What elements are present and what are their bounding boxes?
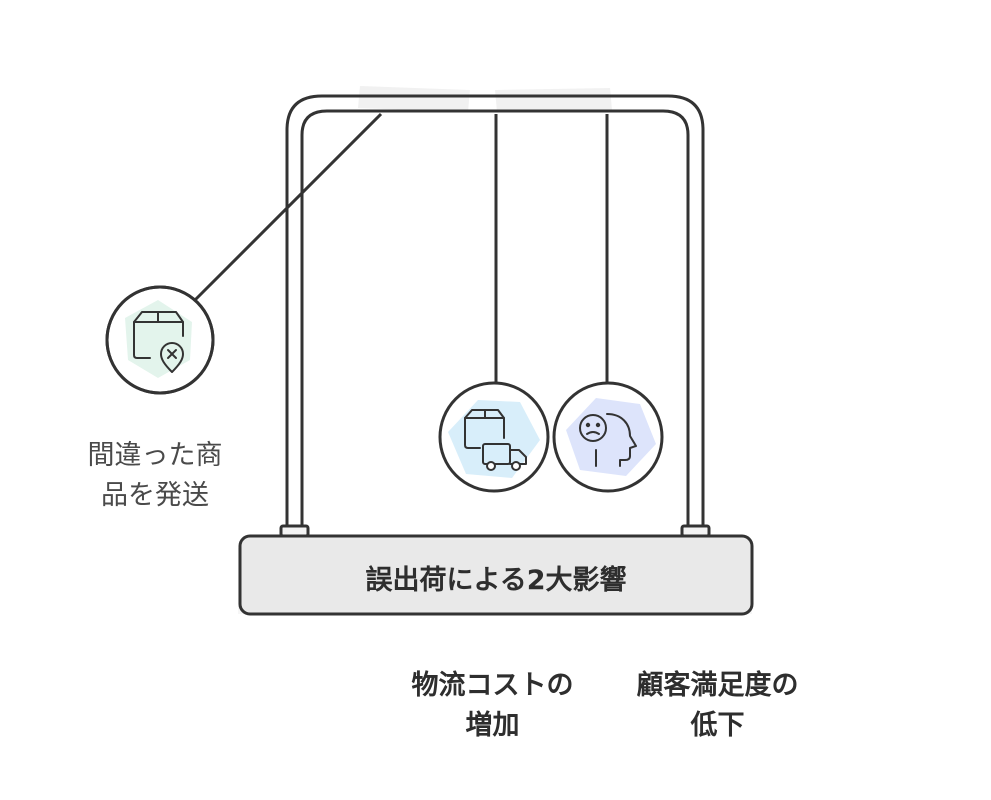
ball-cost (438, 381, 550, 493)
ball-cause (105, 285, 215, 395)
pendulum-strings (193, 112, 609, 382)
cradle-frame (285, 94, 705, 530)
sad-head-icon (579, 413, 637, 467)
effect-satisfaction-label-line-1: 顧客満足度の (636, 670, 799, 701)
effect-satisfaction-label-line-2: 低下 (690, 710, 745, 741)
cause-label: 間違った商 品を発送 (55, 436, 255, 516)
effect-cost-label: 物流コストの 増加 (380, 666, 605, 746)
effect-satisfaction-label: 顧客満足度の 低下 (605, 666, 830, 746)
package-x-location-icon (133, 311, 184, 373)
cause-label-line-1: 間違った商 (87, 440, 223, 471)
package-truck-icon (464, 409, 527, 471)
ball-satisfaction (552, 381, 664, 493)
frame-highlight (358, 86, 612, 112)
diagram-title: 誤出荷による2大影響 (365, 565, 627, 596)
cradle-base (238, 534, 754, 616)
cause-label-line-2: 品を発送 (101, 480, 209, 511)
effect-cost-label-line-2: 増加 (465, 710, 520, 741)
string-cause (193, 112, 383, 302)
effect-cost-label-line-1: 物流コストの (411, 670, 574, 701)
